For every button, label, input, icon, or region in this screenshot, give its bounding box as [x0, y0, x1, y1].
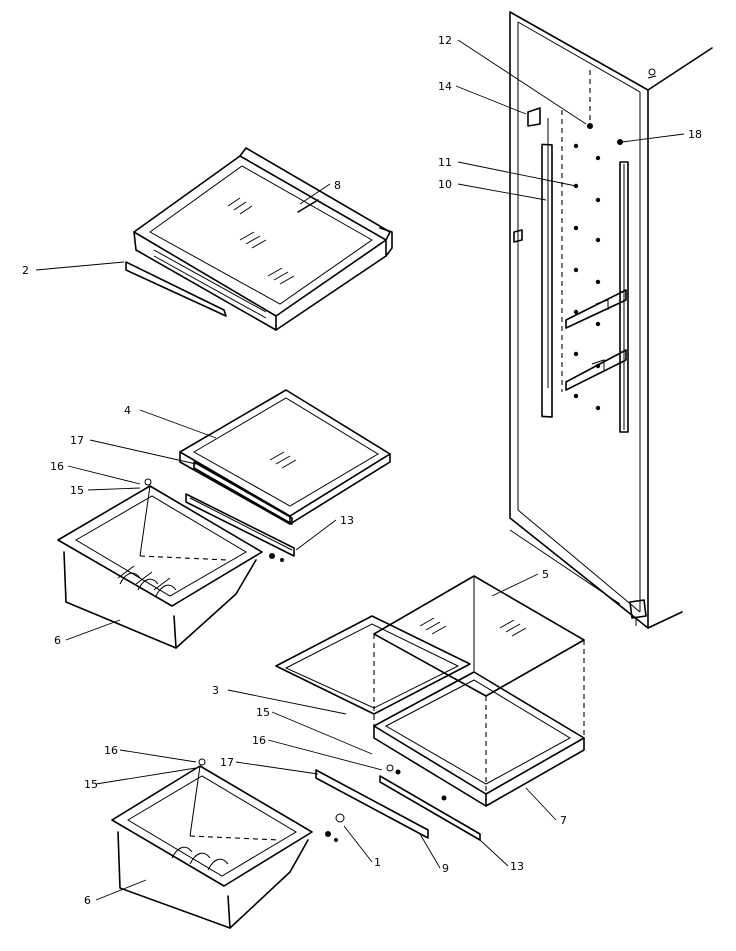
callout-13-lower: 13 [510, 860, 524, 873]
callout-16-upper: 16 [50, 460, 64, 473]
callout-12: 12 [438, 34, 452, 47]
callout-11: 11 [438, 156, 452, 169]
glass-shelf-top [133, 147, 393, 331]
crisper-cover-frame [373, 634, 585, 807]
callout-15-lower: 15 [84, 778, 98, 791]
callout-5: 5 [542, 568, 549, 581]
crisper-cover-rail-upper [185, 493, 295, 557]
callout-4: 4 [124, 404, 131, 417]
callout-15-mid: 15 [256, 706, 270, 719]
crisper-pan-lower [111, 758, 345, 929]
callout-16-mid: 16 [252, 734, 266, 747]
callout-labels: 2 8 4 17 16 15 13 6 12 14 11 10 18 5 3 1… [22, 34, 702, 907]
callout-7: 7 [560, 814, 567, 827]
callout-14: 14 [438, 80, 452, 93]
cabinet-liner [509, 11, 713, 629]
shelf-trim-strip [125, 261, 227, 317]
callout-16-lower: 16 [104, 744, 118, 757]
callout-18: 18 [688, 128, 702, 141]
callout-10: 10 [438, 178, 452, 191]
callout-9: 9 [442, 862, 449, 875]
callout-13-upper: 13 [340, 514, 354, 527]
shelf-rail-left [513, 107, 553, 418]
shelf-front-trim-middle [193, 461, 293, 525]
crisper-glass-insert [373, 575, 585, 697]
callout-17-lower: 17 [220, 756, 234, 769]
glass-panel-lower [275, 615, 471, 715]
leader-lines [35, 39, 685, 901]
callout-6-upper: 6 [54, 634, 61, 647]
shelf-cleats [565, 289, 627, 391]
liner-screw-holes [573, 123, 623, 411]
callout-3: 3 [212, 684, 219, 697]
callout-8: 8 [334, 179, 341, 192]
callout-17-upper: 17 [70, 434, 84, 447]
glass-shelf-middle [179, 389, 391, 525]
shelf-rail-right [619, 161, 629, 433]
callout-15-upper: 15 [70, 484, 84, 497]
callout-1: 1 [374, 856, 381, 869]
callout-6-lower: 6 [84, 894, 91, 907]
crisper-pan-upper [57, 478, 284, 649]
callout-2: 2 [22, 264, 29, 277]
